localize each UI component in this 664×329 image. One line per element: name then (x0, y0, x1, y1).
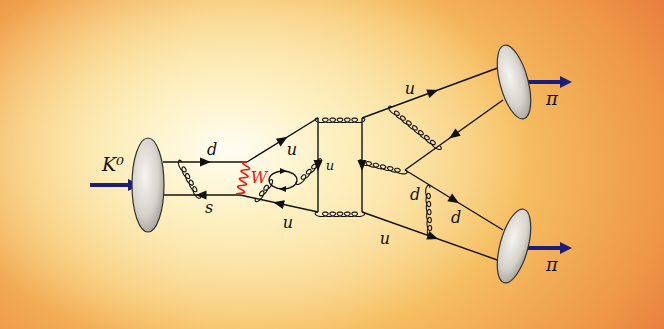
quark-label: u (405, 81, 415, 97)
gluon (359, 160, 407, 174)
pion-label: π (546, 90, 558, 108)
quark-arrowhead (272, 198, 285, 209)
quark-label: u (287, 142, 297, 158)
quark-label: u (326, 159, 334, 172)
quark-label: d (207, 142, 217, 158)
hadron-blob (132, 138, 164, 232)
quark-arrowhead (280, 168, 287, 174)
hadron-arrowhead (560, 242, 572, 254)
hadron-blob (491, 206, 538, 287)
pion-label: π (546, 256, 558, 274)
hadron-arrow (526, 246, 564, 250)
hadron-arrow (526, 80, 564, 84)
quark-arrowhead (279, 186, 286, 192)
gluon (315, 118, 365, 123)
quark-label: d (410, 187, 420, 203)
quark-arrowhead (200, 158, 211, 167)
quark-line (240, 195, 318, 212)
quark-arrowhead (426, 86, 439, 98)
quark-arrowhead (447, 194, 461, 207)
quark-label: u (283, 215, 293, 231)
quark-arrowhead (314, 160, 323, 171)
gluon (178, 160, 200, 198)
quark-loop (269, 171, 297, 189)
gluon (389, 106, 442, 149)
gluon (426, 185, 432, 238)
quark-label: s (205, 200, 213, 216)
quark-arrowhead (447, 128, 461, 142)
kaon-label: K⁰ (102, 155, 124, 174)
quark-line (247, 118, 318, 162)
hadron-arrow (90, 183, 132, 187)
quark-label: u (380, 231, 390, 247)
hadron-blob (491, 42, 538, 123)
quark-line (405, 170, 503, 230)
quark-line (362, 212, 503, 262)
w-boson (236, 162, 249, 194)
quark-line (362, 66, 503, 118)
gluon (315, 212, 365, 217)
quark-arrowhead (196, 191, 207, 200)
quark-label: d (451, 210, 461, 226)
boson-label: W (251, 170, 267, 186)
hadron-arrowhead (560, 76, 572, 88)
